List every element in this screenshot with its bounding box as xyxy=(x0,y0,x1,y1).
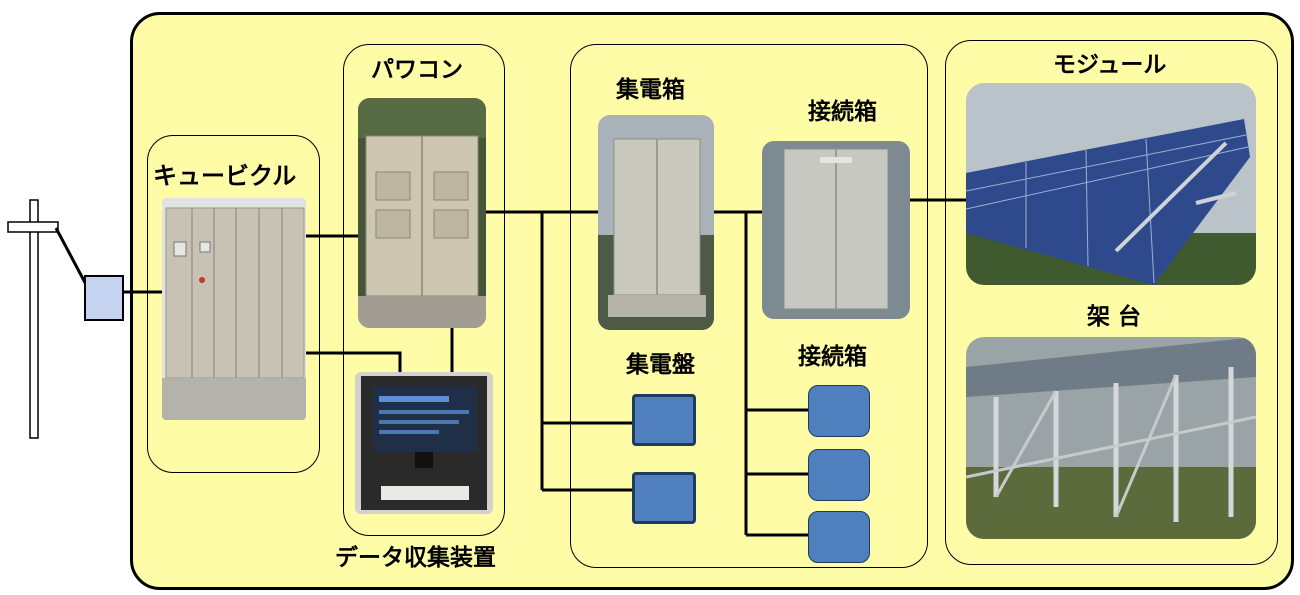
collection-panel-label: 集電盤 xyxy=(626,352,695,378)
collection-panel-box-1 xyxy=(632,394,696,446)
connection-box-label-top: 接続箱 xyxy=(808,99,877,125)
pcs-photo xyxy=(358,98,486,328)
cubicle-label: キュービクル xyxy=(153,162,297,190)
connection-box-label-bottom: 接続箱 xyxy=(798,344,867,370)
collection-panel-box-2 xyxy=(632,472,696,524)
connection-box-photo xyxy=(762,141,910,319)
connection-box-2 xyxy=(808,449,870,501)
mount-photo xyxy=(966,337,1256,539)
monitor-icon xyxy=(355,372,493,514)
collection-box-photo xyxy=(598,115,714,330)
pcs-label: パワコン xyxy=(371,57,463,83)
connection-box-1 xyxy=(808,385,870,437)
mount-label: 架 台 xyxy=(1087,304,1142,330)
collection-box-label: 集電箱 xyxy=(616,77,685,103)
module-label: モジュール xyxy=(1053,52,1167,78)
data-collector-photo xyxy=(355,372,493,514)
module-photo xyxy=(966,83,1256,285)
cubicle-photo xyxy=(162,198,306,420)
meter-box-icon xyxy=(84,275,124,321)
data-collector-label: データ収集装置 xyxy=(335,545,496,571)
connection-box-3 xyxy=(808,511,870,563)
